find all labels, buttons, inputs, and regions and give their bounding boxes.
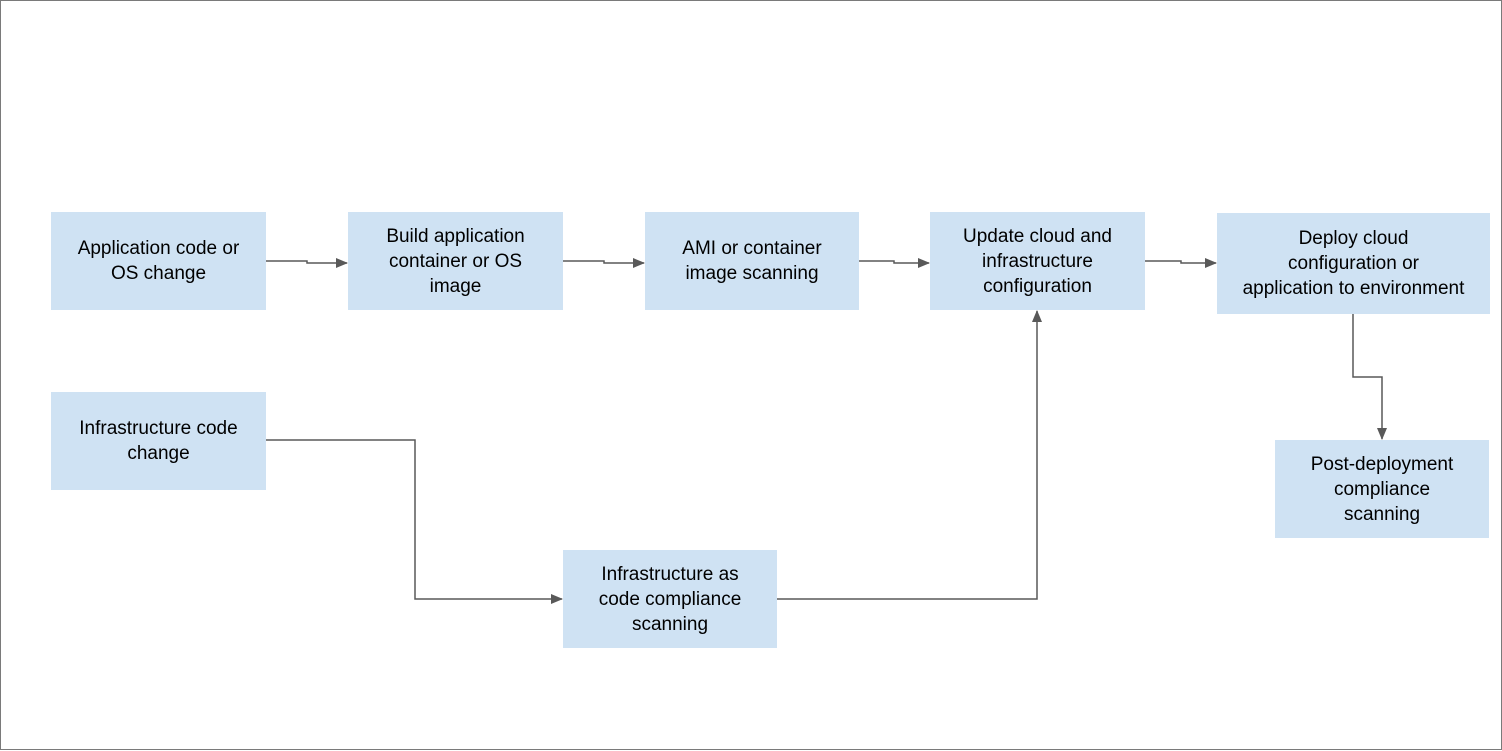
arrow-update-config-to-deploy — [1145, 258, 1217, 268]
arrow-iac-scan-to-update-config — [777, 310, 1042, 600]
node-update-cloud-infrastructure-configuration: Update cloud and infrastructure configur… — [930, 212, 1145, 310]
arrow-infra-change-to-iac-scan — [266, 439, 563, 604]
node-infrastructure-code-change: Infrastructure code change — [51, 392, 266, 490]
arrow-deploy-to-post-deploy-scan — [1352, 314, 1387, 440]
node-application-code-or-os-change: Application code or OS change — [51, 212, 266, 310]
node-build-application-image: Build application container or OS image — [348, 212, 563, 310]
node-deploy-to-environment: Deploy cloud configuration or applicatio… — [1217, 213, 1490, 314]
arrow-app-change-to-build — [266, 258, 348, 268]
arrow-build-to-ami-scan — [563, 258, 645, 268]
node-ami-container-image-scanning: AMI or container image scanning — [645, 212, 859, 310]
arrow-ami-scan-to-update-config — [859, 258, 930, 268]
node-iac-compliance-scanning: Infrastructure as code compliance scanni… — [563, 550, 777, 648]
node-post-deployment-compliance-scanning: Post-deployment compliance scanning — [1275, 440, 1489, 538]
